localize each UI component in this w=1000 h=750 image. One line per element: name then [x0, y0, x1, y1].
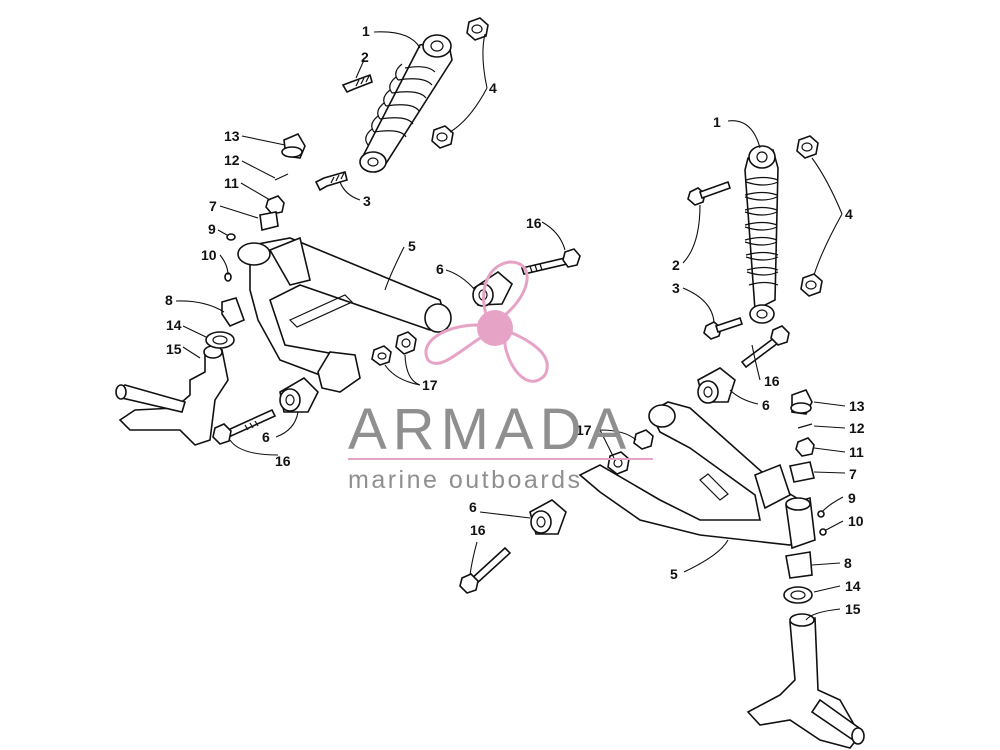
left-pivot-bolt-front: [520, 248, 581, 275]
callout-l7: 7: [209, 198, 217, 214]
callout-l10: 10: [201, 247, 217, 263]
left-pivot-bolt-rear: [212, 408, 277, 445]
callout-r15: 15: [845, 601, 861, 617]
left-shock-nut-bottom: [431, 125, 454, 149]
callout-l8: 8: [165, 292, 173, 308]
right-bushing-upper: [697, 367, 736, 404]
callout-r6a: 6: [762, 397, 770, 413]
callout-l9: 9: [208, 221, 216, 237]
left-shock-nut-top: [466, 17, 489, 41]
left-shock-absorber: [359, 34, 453, 173]
callout-l3: 3: [363, 193, 371, 209]
left-small-parts: [205, 132, 306, 349]
callout-r17: 17: [576, 422, 592, 438]
left-shock-bolt-bottom: [314, 171, 348, 192]
callout-r10: 10: [848, 513, 864, 529]
callout-r6b: 6: [469, 499, 477, 515]
callout-l2: 2: [361, 49, 369, 65]
callout-l6a: 6: [436, 261, 444, 277]
left-a-arm: [237, 236, 452, 393]
callout-l15: 15: [166, 341, 182, 357]
right-shock-absorber: [744, 145, 779, 324]
callout-r16a: 16: [764, 373, 780, 389]
callout-r11: 11: [849, 444, 864, 460]
callout-r16b: 16: [470, 522, 486, 538]
callout-r4: 4: [845, 206, 853, 222]
right-shock-nut-bottom: [800, 273, 823, 297]
callout-l16b: 16: [526, 215, 542, 231]
left-shock-bolt-top: [341, 73, 373, 94]
right-spindle: [746, 613, 865, 749]
callout-l17: 17: [422, 377, 438, 393]
callout-r13: 13: [849, 398, 865, 414]
callout-l6b: 6: [262, 429, 270, 445]
right-shock-bolt-bottom: [703, 316, 744, 340]
right-shock-nut-top: [796, 135, 819, 159]
callout-r3: 3: [672, 280, 680, 296]
right-nut-17: [607, 429, 654, 475]
callout-l12: 12: [224, 152, 240, 168]
callout-r14: 14: [845, 578, 861, 594]
callout-l13: 13: [224, 128, 240, 144]
right-shock-bolt-top: [687, 180, 732, 206]
callout-r1: 1: [713, 114, 721, 130]
left-nut-17: [371, 331, 417, 366]
right-bushing-lower: [529, 499, 567, 535]
left-bushing-rear: [279, 376, 319, 413]
callout-r5: 5: [670, 566, 678, 582]
callout-l5: 5: [408, 238, 416, 254]
right-small-parts: [783, 389, 827, 604]
callout-r2: 2: [672, 257, 680, 273]
callout-r8: 8: [844, 555, 852, 571]
callout-l1: 1: [362, 23, 370, 39]
callout-l11: 11: [224, 175, 239, 191]
leader-lines: [175, 31, 846, 621]
callout-l14: 14: [166, 317, 182, 333]
callout-l16a: 16: [275, 453, 291, 469]
left-spindle: [115, 345, 229, 446]
right-pivot-bolt-lower: [459, 546, 512, 594]
callout-r9: 9: [848, 490, 856, 506]
right-pivot-bolt-upper: [740, 325, 790, 369]
left-bushing-front: [472, 270, 513, 307]
callouts-right: 1 2 3 4 5 6 6 7 8 9 10 11 12 13 14 15 16…: [469, 114, 865, 617]
callouts-left: 1 2 3 4 5 6 6 7 8 9 10 11 12 13 14 15 16…: [165, 23, 542, 469]
right-a-arm: [578, 401, 816, 550]
callout-r12: 12: [849, 420, 865, 436]
callout-r7: 7: [849, 466, 857, 482]
callout-l4: 4: [489, 80, 497, 96]
